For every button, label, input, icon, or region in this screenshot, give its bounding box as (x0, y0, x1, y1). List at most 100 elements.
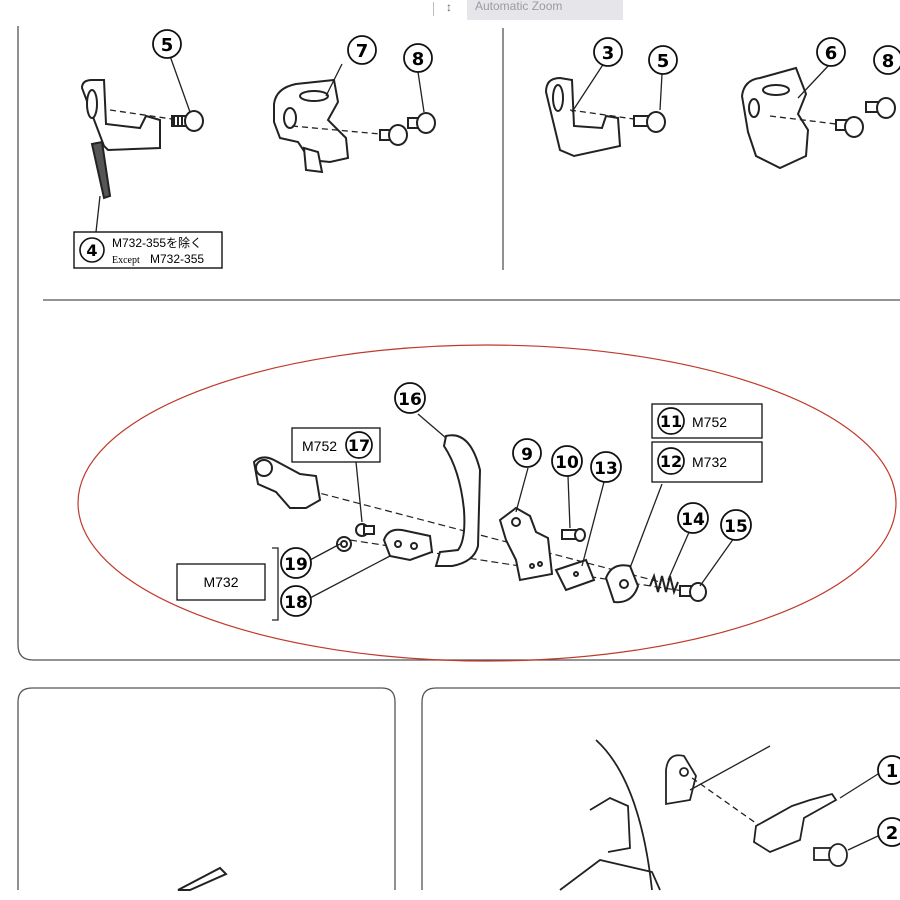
assembly-axis-1 (299, 487, 661, 583)
callout-8-right: 8 (873, 45, 900, 75)
svg-text:5: 5 (161, 35, 174, 56)
toolbar-separator (433, 2, 434, 16)
axis-line-8-right (769, 115, 837, 125)
part-3-bracket (544, 76, 622, 158)
screw-5-right (633, 111, 666, 133)
note-line-1: M732-355を除く (112, 235, 202, 250)
callout-10: 10 (551, 445, 583, 477)
svg-text:6: 6 (825, 43, 838, 64)
box-m732: M732 (176, 563, 266, 601)
bottom-right-callouts: 1 2 (877, 755, 900, 847)
edge-line (689, 745, 771, 791)
spring-14 (649, 572, 679, 596)
middle-parts (252, 434, 707, 604)
part-7-slot-a (299, 90, 329, 102)
zoom-caret-icon[interactable]: ↕ (446, 0, 452, 14)
svg-text:M732: M732 (203, 574, 238, 590)
svg-text:15: 15 (724, 517, 748, 537)
lower-right-panel-frame (421, 687, 900, 890)
part-1-bracket (753, 792, 838, 854)
axis-line-5-right (569, 109, 635, 120)
screw-15 (679, 582, 707, 602)
callout-5-right: 5 (648, 45, 678, 75)
callout-5-left: 5 (152, 29, 182, 59)
leader-3 (571, 59, 607, 113)
svg-text:16: 16 (398, 390, 422, 410)
svg-text:8: 8 (412, 49, 425, 70)
box-m752-17: M752 17 (291, 427, 381, 463)
svg-text:11: 11 (660, 412, 682, 431)
part-6-slot-a (762, 84, 790, 96)
zoom-select[interactable]: Automatic Zoom (467, 0, 623, 20)
svg-text:5: 5 (657, 51, 670, 72)
leader-5-right (659, 73, 663, 111)
svg-text:18: 18 (284, 593, 308, 613)
bottom-left-part-fragment (177, 866, 228, 891)
note-line-2-model: M732-355 (150, 252, 204, 266)
screw-2 (813, 843, 848, 867)
svg-text:3: 3 (602, 43, 615, 64)
svg-text:4: 4 (86, 241, 97, 260)
part-4-slot (86, 89, 98, 119)
part-7-foot (302, 146, 324, 174)
housing-clip (589, 796, 631, 853)
part-7-slot-b (283, 107, 297, 129)
svg-text:17: 17 (348, 436, 370, 455)
callout-1: 1 (877, 755, 900, 785)
middle-leaders (272, 413, 735, 621)
svg-text:12: 12 (660, 452, 682, 471)
screw-5-left (171, 110, 204, 132)
mount-tab (665, 754, 697, 806)
axis-line-1 (691, 777, 761, 827)
housing-base (559, 859, 661, 891)
bottom-right-parts (559, 739, 879, 891)
arm-16 (434, 434, 482, 567)
top-left-parts (80, 55, 436, 233)
part-4-bracket (80, 79, 161, 152)
note-line-2-prefix: Except (112, 255, 140, 266)
screw-8-right-a (835, 116, 864, 138)
svg-text:M752: M752 (302, 438, 337, 454)
part-6-bracket (740, 66, 810, 170)
middle-callouts: 16 9 10 13 14 15 19 18 M752 17 11 M752 1… (176, 382, 763, 617)
top-left-callouts: 5 7 8 4 M732-355を除く Except M732-355 (73, 29, 433, 269)
callout-7: 7 (347, 35, 377, 65)
box-11-12: 11 M752 12 M732 (651, 403, 763, 483)
screw-8-right-b (865, 97, 896, 119)
svg-text:19: 19 (284, 555, 308, 575)
callout-3: 3 (593, 37, 623, 67)
screw-17 (355, 523, 375, 537)
svg-text:14: 14 (681, 510, 705, 530)
svg-text:13: 13 (594, 459, 618, 479)
screw-8-a (379, 124, 408, 146)
bracket-9 (498, 506, 554, 582)
callout-8-left: 8 (403, 43, 433, 73)
axis-line-8 (291, 125, 381, 135)
callout-18: 18 (280, 585, 312, 617)
frames (17, 26, 900, 890)
callout-16: 16 (394, 382, 426, 414)
leader-2 (847, 835, 879, 851)
svg-text:9: 9 (521, 445, 533, 465)
leader-7 (325, 63, 343, 97)
leader-6 (797, 63, 831, 99)
callout-14: 14 (677, 502, 709, 534)
leader-5 (169, 55, 191, 113)
callout-19: 19 (280, 547, 312, 579)
top-right-parts (544, 59, 896, 170)
svg-text:1: 1 (886, 761, 899, 782)
housing-curve (595, 739, 653, 891)
leader-8 (417, 71, 425, 113)
plate-18 (382, 528, 434, 562)
callout-2: 2 (877, 817, 900, 847)
callout-6: 6 (816, 37, 846, 67)
screw-10 (561, 528, 586, 542)
note-box-4: 4 M732-355を除く Except M732-355 (73, 231, 223, 269)
browser-toolbar: ↕ Automatic Zoom (0, 0, 900, 22)
washer-19 (336, 536, 352, 552)
part-6-slot-b (748, 98, 760, 118)
block-hole (255, 459, 273, 477)
svg-text:M732: M732 (692, 454, 727, 470)
svg-text:7: 7 (356, 41, 369, 62)
